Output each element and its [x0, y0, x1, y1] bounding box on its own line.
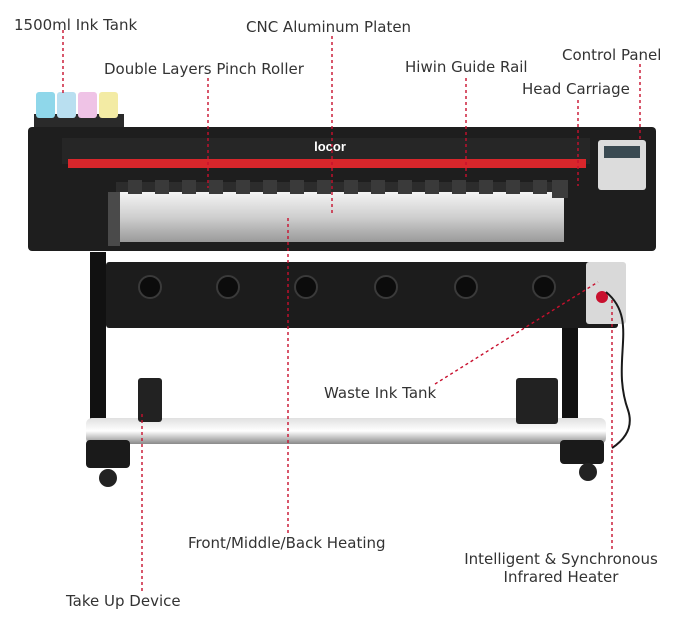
label-take-up: Take Up Device — [66, 592, 181, 610]
pinch-roller — [398, 180, 412, 194]
fan — [374, 275, 398, 299]
label-guide-rail: Hiwin Guide Rail — [405, 58, 528, 76]
aluminum-platen — [116, 192, 564, 242]
fan — [216, 275, 240, 299]
pinch-roller — [236, 180, 250, 194]
right-caster — [579, 463, 597, 481]
control-panel-screen — [604, 146, 640, 158]
pinch-roller — [371, 180, 385, 194]
ink-tank-group — [34, 92, 124, 128]
ink-tank-cyan — [36, 92, 55, 118]
pinch-roller-row — [128, 180, 547, 194]
pinch-roller — [290, 180, 304, 194]
label-head-carriage: Head Carriage — [522, 80, 630, 98]
take-up-roller — [86, 418, 606, 444]
pinch-roller — [533, 180, 547, 194]
label-control-panel: Control Panel — [562, 46, 662, 64]
label-pinch-roller: Double Layers Pinch Roller — [104, 60, 304, 78]
leader-lines — [62, 30, 641, 592]
right-foot — [560, 440, 604, 464]
label-waste-tank: Waste Ink Tank — [324, 384, 437, 402]
left-foot — [86, 440, 130, 468]
ink-tank-yellow — [99, 92, 118, 118]
pinch-roller — [209, 180, 223, 194]
printer-body: locor — [28, 127, 656, 251]
head-carriage-block — [552, 180, 568, 198]
fan-row — [138, 275, 556, 299]
logo: locor — [314, 139, 346, 154]
leader-waste-tank — [434, 281, 599, 385]
take-up-left-motor — [138, 378, 162, 422]
fan — [532, 275, 556, 299]
label-ir-heater-line2: Infrared Heater — [503, 568, 619, 586]
pinch-roller — [155, 180, 169, 194]
label-platen: CNC Aluminum Platen — [246, 18, 412, 36]
printer-stand — [86, 252, 631, 487]
ink-tank-magenta — [78, 92, 97, 118]
guide-rail — [116, 182, 568, 192]
heater-knob — [596, 291, 608, 303]
left-leg — [90, 252, 106, 468]
fan — [454, 275, 478, 299]
label-heating: Front/Middle/Back Heating — [188, 534, 386, 552]
pinch-roller — [479, 180, 493, 194]
ink-tank-light-cyan — [57, 92, 76, 118]
pinch-roller — [344, 180, 358, 194]
red-cover-strip — [68, 159, 586, 168]
label-ir-heater: Intelligent & Synchronous Infrared Heate… — [458, 550, 664, 586]
pinch-roller — [263, 180, 277, 194]
pinch-roller — [317, 180, 331, 194]
label-ir-heater-line1: Intelligent & Synchronous — [464, 550, 658, 568]
heater-cable — [605, 291, 631, 449]
pinch-roller — [425, 180, 439, 194]
platen-left-cap — [108, 192, 120, 246]
take-up-right-motor — [516, 378, 558, 424]
label-ink-tank: 1500ml Ink Tank — [14, 16, 138, 34]
pinch-roller — [128, 180, 142, 194]
left-caster — [99, 469, 117, 487]
fan — [294, 275, 318, 299]
pinch-roller — [506, 180, 520, 194]
pinch-roller — [182, 180, 196, 194]
fan — [138, 275, 162, 299]
pinch-roller — [452, 180, 466, 194]
